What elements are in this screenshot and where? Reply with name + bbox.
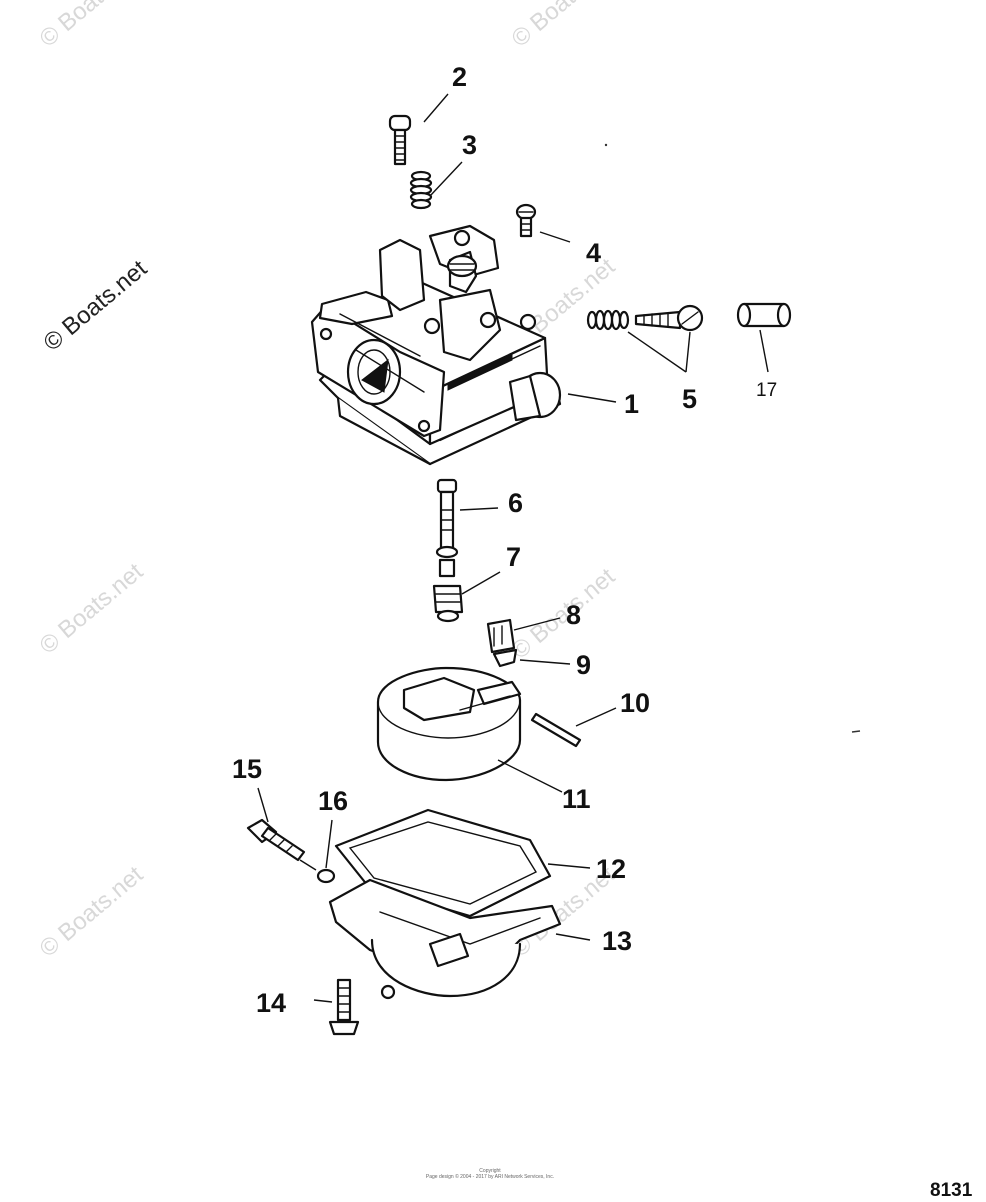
callout-12: 12 — [596, 854, 626, 884]
part-9-clip — [492, 648, 518, 668]
part-6-jet-tube — [435, 478, 459, 559]
part-5-mixture-screw — [586, 304, 704, 332]
copyright-line-1: Copyright — [479, 1168, 501, 1174]
callout-10: 10 — [620, 688, 650, 718]
callout-8: 8 — [566, 600, 581, 630]
scan-specks — [604, 143, 861, 733]
callout-13: 13 — [602, 926, 632, 956]
callout-6: 6 — [508, 488, 523, 518]
watermark-left-middle: © Boats.net — [35, 558, 149, 660]
callout-2: 2 — [452, 62, 467, 92]
part-2-screw — [388, 114, 412, 166]
callout-1: 1 — [624, 389, 639, 419]
callout-16: 16 — [318, 786, 348, 816]
part-17-plug — [736, 302, 792, 328]
watermarks: © Boats.net © Boats.net © Boats.net © Bo… — [35, 0, 621, 963]
callout-9: 9 — [576, 650, 591, 680]
part-15-screw — [246, 818, 306, 862]
part-14-screw — [328, 978, 360, 1036]
figure-number: 8131 — [930, 1180, 973, 1201]
watermark-left-upper: © Boats.net — [39, 255, 153, 357]
part-1-carburetor-body — [310, 224, 562, 466]
watermark-left-lower: © Boats.net — [35, 861, 149, 963]
part-7-jet — [432, 558, 464, 623]
copyright-notice: Copyright Page design © 2004 - 2017 by A… — [400, 1168, 580, 1180]
callout-14: 14 — [256, 988, 286, 1018]
part-8-needle-valve — [486, 618, 516, 654]
callout-15: 15 — [232, 754, 262, 784]
callout-3: 3 — [462, 130, 477, 160]
watermark-center-middle: © Boats.net — [507, 563, 621, 665]
part-13-float-bowl — [328, 878, 562, 1000]
callout-7: 7 — [506, 542, 521, 572]
part-4-screw — [515, 203, 537, 238]
callout-17: 17 — [756, 380, 777, 401]
callout-11: 11 — [562, 784, 591, 814]
copyright-line-2: Page design © 2004 - 2017 by ARI Network… — [425, 1174, 555, 1180]
part-16-o-ring — [316, 868, 336, 884]
part-10-pin — [530, 712, 582, 748]
callout-5: 5 — [682, 384, 697, 414]
watermark-top-left: © Boats.net — [35, 0, 149, 53]
leader-lines — [257, 93, 769, 1003]
callout-4: 4 — [586, 238, 601, 268]
part-3-spring — [409, 170, 433, 210]
part-11-float — [376, 666, 522, 782]
watermark-top-center: © Boats.net — [507, 0, 621, 53]
callout-labels: 1 2 3 4 5 6 7 8 9 10 11 12 13 14 15 16 1… — [232, 62, 777, 1018]
